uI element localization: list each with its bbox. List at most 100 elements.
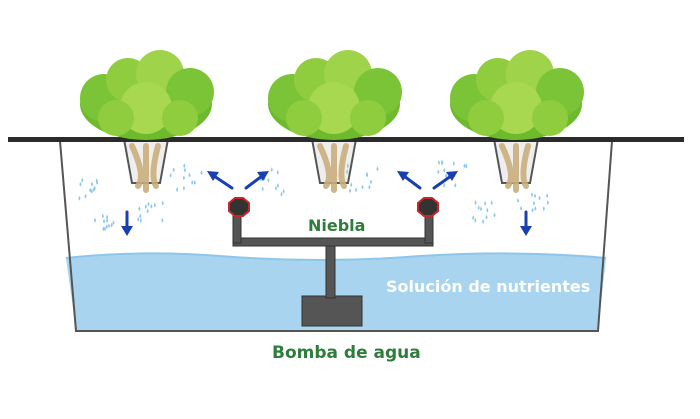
water-droplet-icon	[144, 204, 147, 209]
water-droplet-icon	[361, 184, 364, 190]
water-droplet-icon	[172, 167, 175, 172]
water-droplet-icon	[482, 219, 485, 224]
water-droplet-icon	[477, 205, 480, 210]
water-droplet-icon	[520, 205, 523, 211]
left-mist-nozzle-icon	[228, 197, 250, 217]
water-droplet-icon	[92, 187, 95, 192]
water-droplet-icon	[474, 217, 477, 223]
left-branch-pipe	[232, 212, 242, 244]
water-droplet-icon	[101, 213, 104, 219]
water-droplet-icon	[78, 195, 81, 201]
water-droplet-icon	[270, 167, 273, 172]
water-droplet-icon	[480, 206, 483, 212]
arrow-icon	[121, 210, 133, 236]
water-droplet-icon	[108, 223, 111, 229]
riser-pipe	[325, 237, 336, 299]
water-pump	[301, 295, 363, 327]
water-droplet-icon	[200, 170, 203, 175]
water-droplet-icon	[153, 202, 156, 208]
manifold-pipe	[232, 237, 434, 247]
water-droplet-icon	[261, 186, 264, 192]
water-droplet-icon	[484, 200, 487, 206]
net-pot-icon	[310, 138, 358, 193]
water-droplet-icon	[346, 163, 349, 168]
water-droplet-icon	[276, 170, 279, 175]
water-droplet-icon	[376, 166, 379, 172]
water-droplet-icon	[267, 178, 270, 183]
water-droplet-icon	[445, 173, 448, 178]
arrow-icon	[520, 210, 532, 236]
water-droplet-icon	[368, 184, 371, 190]
water-droplet-icon	[485, 214, 488, 220]
net-pot-icon	[492, 138, 540, 193]
water-droplet-icon	[346, 169, 349, 174]
water-droplet-icon	[280, 191, 283, 197]
water-droplet-icon	[138, 206, 141, 211]
water-droplet-icon	[79, 181, 82, 187]
water-droplet-icon	[110, 222, 113, 228]
water-droplet-icon	[546, 200, 549, 205]
water-droplet-icon	[282, 188, 285, 194]
water-droplet-icon	[137, 216, 140, 222]
nutrient-solution-label: Solución de nutrientes	[386, 277, 591, 296]
water-droplet-icon	[532, 200, 535, 206]
right-branch-pipe	[424, 212, 434, 244]
water-droplet-icon	[443, 182, 446, 188]
arrow-icon	[432, 171, 458, 190]
water-droplet-icon	[437, 169, 440, 175]
water-droplet-icon	[193, 180, 196, 185]
arrow-icon	[397, 171, 422, 190]
water-droplet-icon	[81, 177, 84, 183]
water-droplet-icon	[90, 181, 93, 187]
water-droplet-icon	[184, 167, 187, 173]
water-droplet-icon	[486, 207, 489, 213]
lettuce-plant-icon	[450, 50, 584, 140]
water-droplet-icon	[517, 198, 520, 203]
water-droplet-icon	[370, 179, 373, 185]
water-droplet-icon	[493, 212, 496, 218]
water-droplet-icon	[182, 175, 185, 181]
water-droplet-icon	[454, 182, 457, 188]
water-droplet-icon	[349, 188, 352, 193]
water-droplet-icon	[96, 180, 99, 185]
water-droplet-icon	[274, 185, 277, 191]
water-droplet-icon	[538, 195, 541, 201]
water-droplet-icon	[490, 200, 493, 206]
roots-icon	[317, 143, 349, 193]
water-droplet-icon	[472, 215, 475, 220]
water-droplet-icon	[182, 185, 185, 191]
water-droplet-icon	[365, 172, 368, 178]
water-droplet-icon	[437, 160, 440, 165]
lettuce-plant-icon	[80, 50, 214, 140]
water-droplet-icon	[103, 218, 106, 224]
water-droplet-icon	[94, 217, 97, 223]
water-droplet-icon	[146, 208, 149, 214]
water-droplet-icon	[533, 193, 536, 199]
water-droplet-icon	[350, 182, 353, 187]
water-droplet-icon	[103, 226, 106, 232]
roots-icon	[129, 143, 161, 193]
water-droplet-icon	[105, 224, 108, 229]
water-droplet-icon	[169, 172, 172, 178]
water-droplet-icon	[534, 206, 537, 211]
water-droplet-icon	[106, 218, 109, 223]
water-droplet-icon	[176, 187, 179, 192]
mist-droplets	[78, 159, 549, 232]
water-droplet-icon	[112, 220, 115, 225]
water-droplet-icon	[106, 214, 109, 220]
water-droplet-icon	[276, 183, 279, 188]
arrow-icon	[244, 171, 269, 190]
water-droplet-icon	[355, 187, 358, 192]
water-droplet-icon	[542, 206, 545, 211]
water-droplet-icon	[150, 203, 153, 209]
water-droplet-icon	[530, 192, 533, 198]
water-droplet-icon	[161, 217, 164, 223]
water-droplet-icon	[183, 163, 186, 168]
water-droplet-icon	[465, 163, 468, 169]
tray-lid	[8, 137, 684, 142]
lettuce-plant-icon	[268, 50, 402, 140]
water-droplet-icon	[546, 193, 549, 199]
net-pot-icon	[122, 138, 170, 193]
water-droplet-icon	[191, 180, 194, 185]
